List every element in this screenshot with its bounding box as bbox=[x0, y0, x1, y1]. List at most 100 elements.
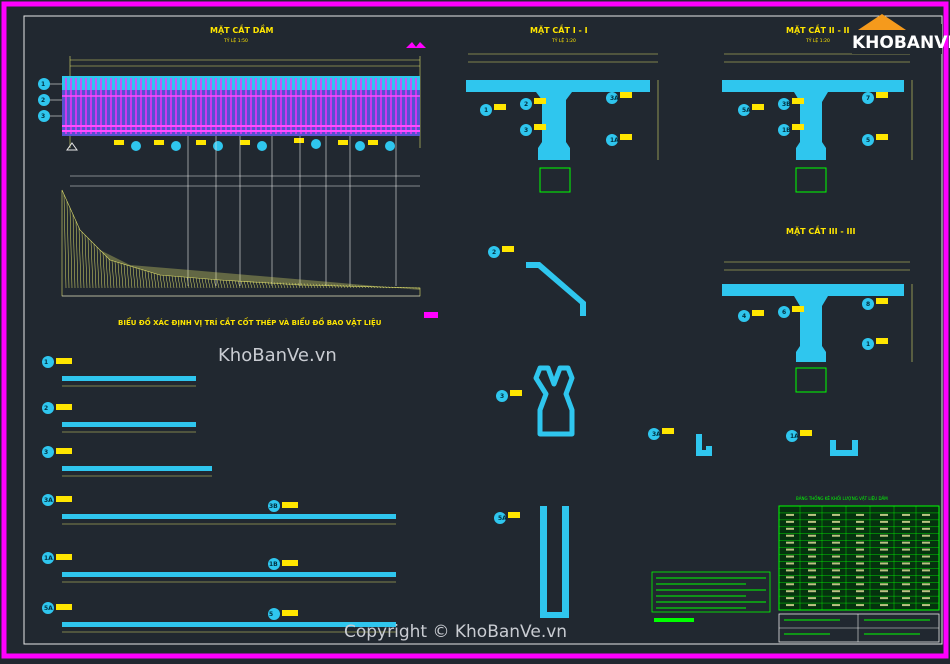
hatch-line bbox=[177, 276, 181, 289]
north-mark-icon bbox=[406, 42, 426, 48]
rebar-tag bbox=[56, 358, 72, 364]
callout-bubble bbox=[385, 141, 395, 151]
rebar-tag bbox=[792, 306, 804, 312]
rebar-tag bbox=[56, 448, 72, 454]
rebar-bubble bbox=[786, 430, 798, 442]
hatch-line bbox=[213, 279, 217, 289]
table-cell-mark bbox=[786, 576, 794, 579]
table-cell-mark bbox=[880, 534, 888, 537]
table-cell-mark bbox=[832, 604, 840, 607]
envelope-diagram-title: BIỂU ĐỒ XÁC ĐỊNH VỊ TRÍ CẮT CỐT THÉP VÀ … bbox=[118, 317, 382, 327]
rebar-bubble bbox=[520, 98, 532, 110]
callout-bubble bbox=[213, 141, 223, 151]
rebar-bubble-label: 1A bbox=[610, 137, 619, 144]
table-cell-mark bbox=[786, 562, 794, 565]
table-cell-mark bbox=[786, 527, 794, 530]
table-cell-mark bbox=[902, 534, 910, 537]
table-cell-mark bbox=[808, 527, 816, 530]
hatch-line bbox=[159, 274, 163, 289]
table-cell-mark bbox=[856, 569, 864, 572]
rebar-bubble bbox=[606, 134, 618, 146]
hatch-line bbox=[126, 265, 130, 289]
table-cell-mark bbox=[832, 548, 840, 551]
hatch-line bbox=[402, 287, 406, 289]
rebar-bar bbox=[62, 572, 396, 577]
hatch-line bbox=[309, 283, 313, 289]
table-cell-mark bbox=[832, 534, 840, 537]
table-cell-mark bbox=[808, 590, 816, 593]
hatch-line bbox=[135, 267, 139, 289]
table-cell-mark bbox=[856, 583, 864, 586]
rebar-tag bbox=[56, 404, 72, 410]
hatch-line bbox=[360, 285, 364, 289]
table-cell-mark bbox=[808, 520, 816, 523]
callout-bubble bbox=[311, 139, 321, 149]
hatch-line bbox=[132, 266, 136, 289]
hatch-line bbox=[84, 234, 88, 289]
hatch-line bbox=[72, 214, 76, 289]
rebar-tag bbox=[56, 496, 72, 502]
table-cell-mark bbox=[832, 590, 840, 593]
rebar-bubble bbox=[862, 338, 874, 350]
section-1-shape bbox=[466, 80, 650, 160]
table-cell-mark bbox=[922, 520, 930, 523]
table-cell-mark bbox=[902, 555, 910, 558]
hatch-line bbox=[345, 284, 349, 289]
hatch-line bbox=[180, 276, 184, 289]
table-cell-mark bbox=[808, 541, 816, 544]
rebar-bubble-label: 3B bbox=[782, 101, 791, 108]
rebar-bubble-label: 8 bbox=[866, 301, 870, 308]
rebar-tag bbox=[534, 98, 546, 104]
hatch-line bbox=[279, 282, 283, 289]
table-cell-mark bbox=[880, 569, 888, 572]
support-icon bbox=[66, 142, 78, 151]
table-cell-mark bbox=[880, 555, 888, 558]
section-3: MẶT CẮT III - III bbox=[722, 224, 913, 393]
table-cell-mark bbox=[856, 527, 864, 530]
table-cell-mark bbox=[922, 534, 930, 537]
rebar-tag bbox=[876, 338, 888, 344]
table-cell-mark bbox=[786, 548, 794, 551]
callout-tag bbox=[294, 138, 304, 143]
hatch-line bbox=[324, 284, 328, 289]
hatch-line bbox=[204, 278, 208, 289]
rebar-bar bbox=[62, 422, 196, 427]
rebar-bubble-label: 1 bbox=[44, 359, 48, 366]
table-cell-mark bbox=[856, 548, 864, 551]
hatch-line bbox=[252, 281, 256, 289]
table-cell-mark bbox=[902, 583, 910, 586]
table-cell-mark bbox=[880, 576, 888, 579]
hatch-line bbox=[87, 237, 91, 289]
logo-text: KHOBANVE bbox=[852, 33, 950, 53]
rebar-bubble-label: 5 bbox=[866, 137, 870, 144]
hatch-line bbox=[303, 283, 307, 289]
hatch-line bbox=[183, 276, 187, 289]
watermark-bottom: Copyright © KhoBanVe.vn bbox=[344, 622, 567, 642]
table-cell-mark bbox=[832, 583, 840, 586]
section-1: MẶT CẮT I - I TỶ LỆ 1:20 bbox=[466, 23, 659, 193]
table-cell-mark bbox=[880, 548, 888, 551]
section-3-title: MẶT CẮT III - III bbox=[786, 224, 855, 236]
rebar-bar bbox=[62, 514, 396, 519]
rebar-tag bbox=[502, 246, 514, 252]
rebar-tag bbox=[620, 134, 632, 140]
hatch-line bbox=[120, 263, 124, 289]
hatch-line bbox=[396, 286, 400, 289]
rebar-bubble-label: 1 bbox=[41, 81, 45, 88]
rebar-bubble-label: 2 bbox=[492, 249, 496, 256]
hatch-line bbox=[285, 282, 289, 289]
table-cell-mark bbox=[922, 555, 930, 558]
table-cell-mark bbox=[880, 527, 888, 530]
table-cell-mark bbox=[880, 604, 888, 607]
table-cell-mark bbox=[808, 583, 816, 586]
table-cell-mark bbox=[880, 562, 888, 565]
table-cell-mark bbox=[922, 513, 930, 516]
table-cell-mark bbox=[832, 576, 840, 579]
hatch-line bbox=[105, 255, 109, 289]
hatch-line bbox=[381, 286, 385, 289]
table-cell-mark bbox=[832, 569, 840, 572]
envelope-verticals bbox=[187, 136, 397, 286]
section-2-scale: TỶ LỆ 1:20 bbox=[805, 36, 830, 44]
